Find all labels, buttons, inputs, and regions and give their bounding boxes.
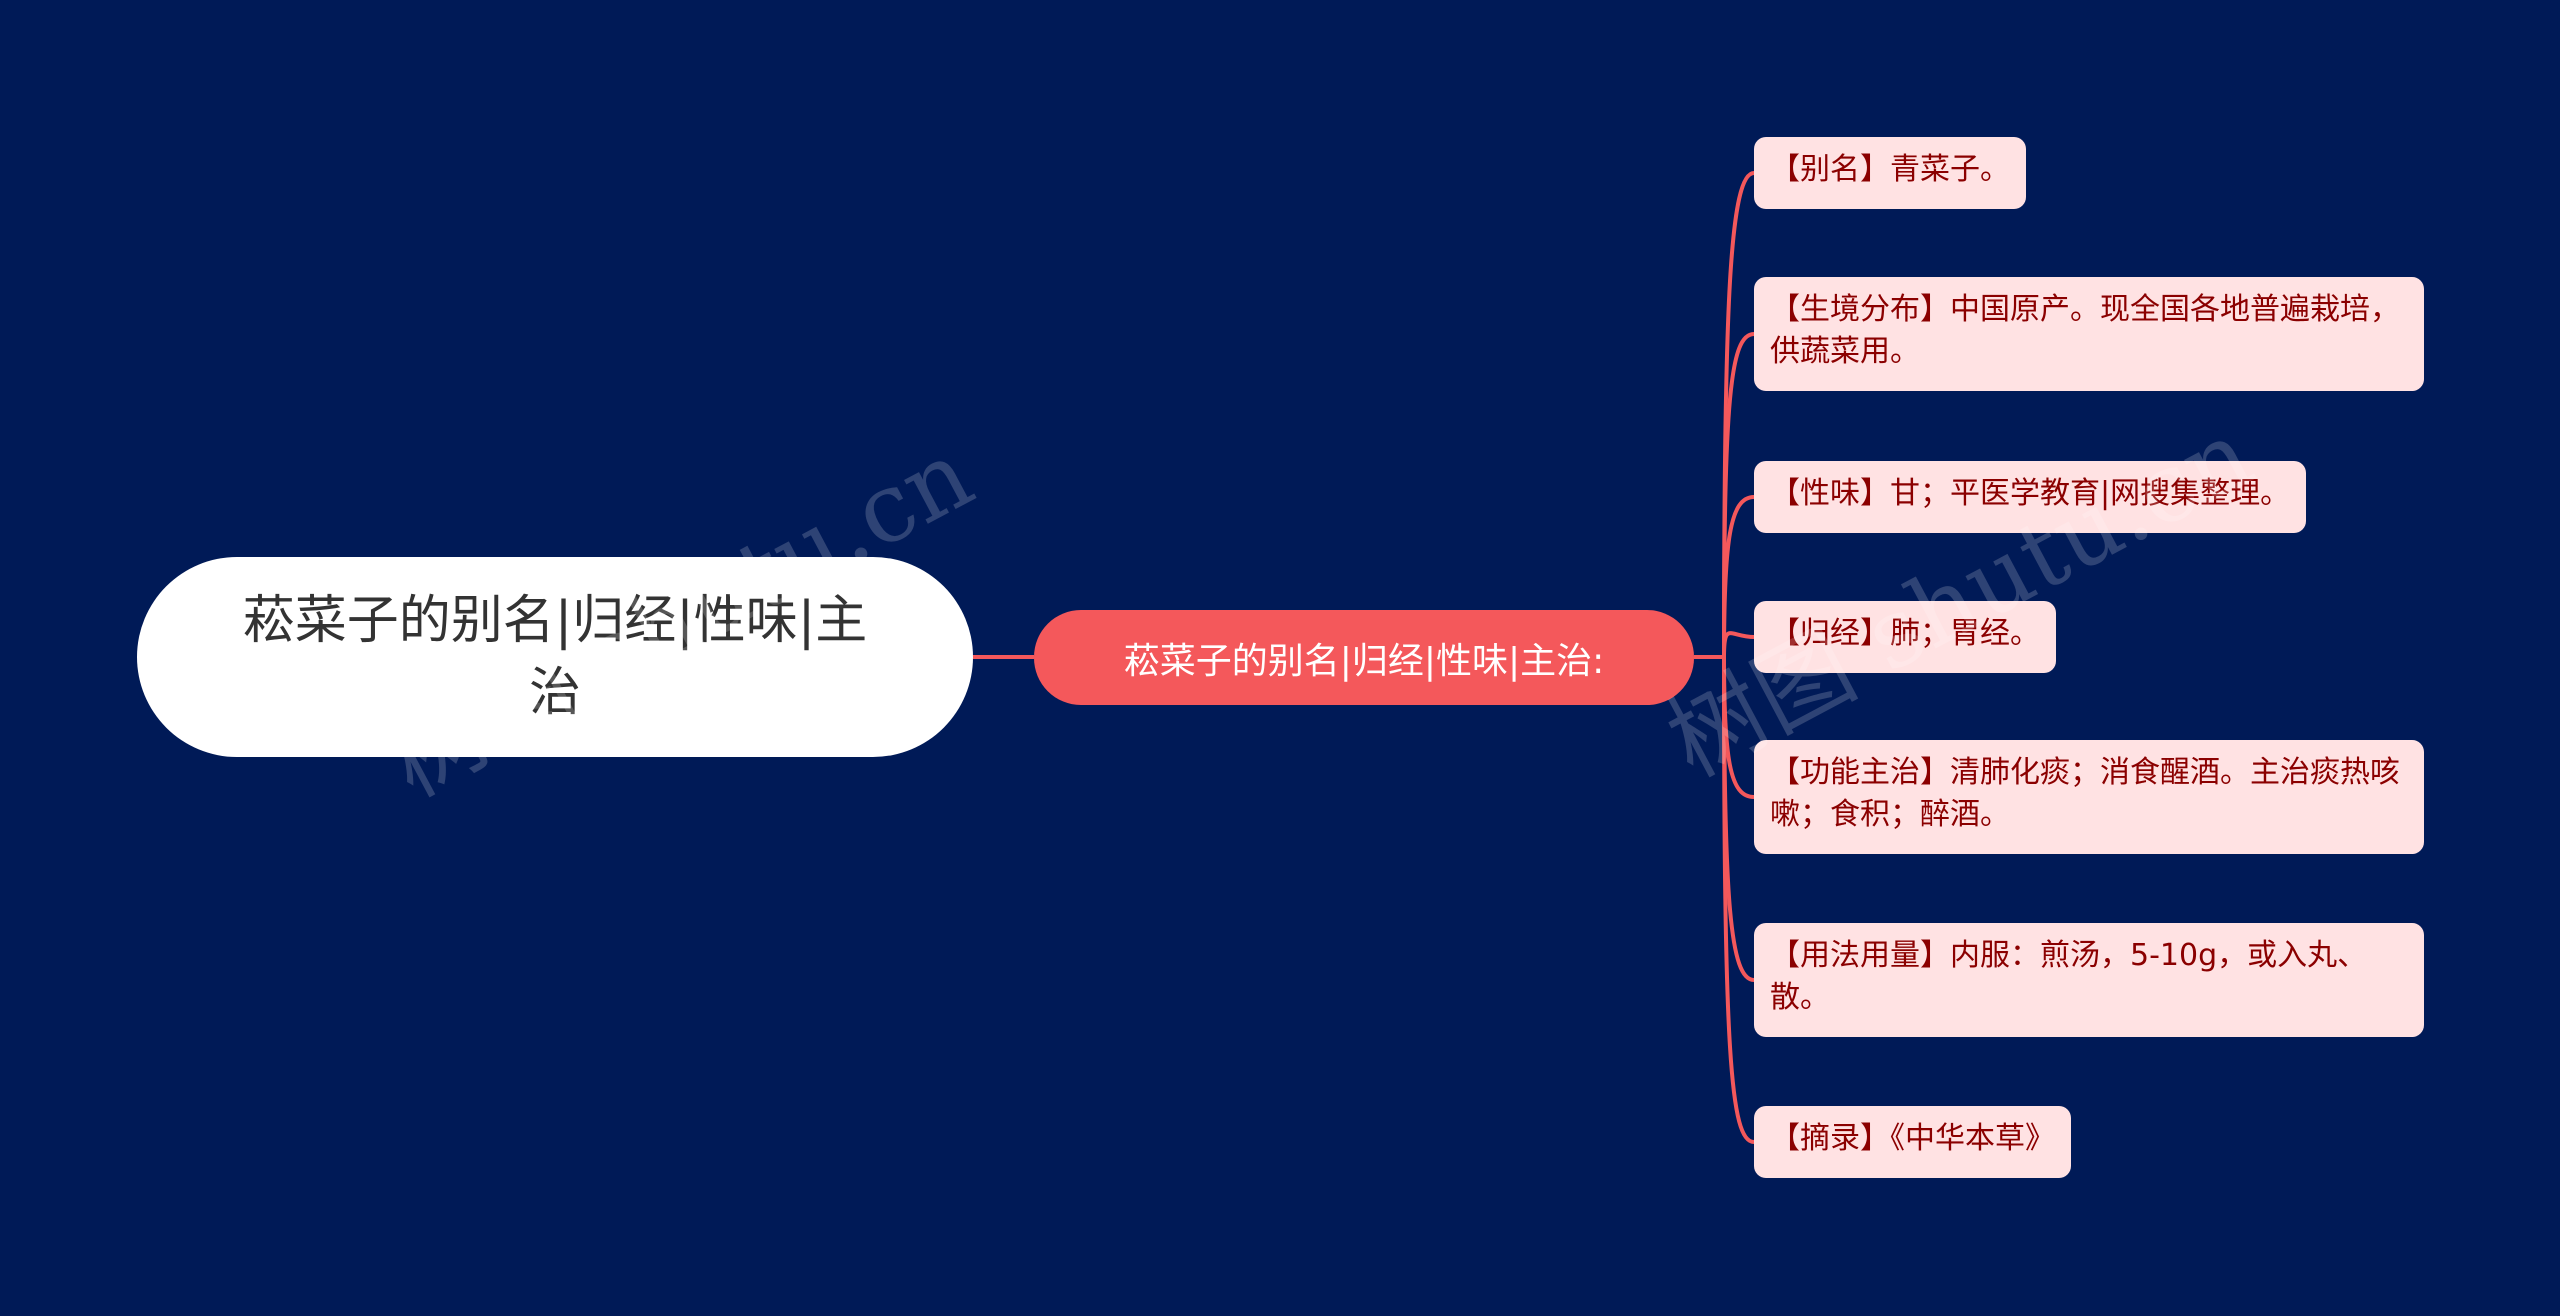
leaf-text: 【归经】肺；胃经。: [1770, 616, 2040, 651]
leaf-node-nature-flavor[interactable]: 【性味】甘；平医学教育|网搜集整理。: [1754, 461, 2307, 533]
leaf-text: 【功能主治】清肺化痰；消食醒酒。主治痰热咳嗽；食积；醉酒。: [1770, 755, 2400, 832]
leaf-node-meridian[interactable]: 【归经】肺；胃经。: [1754, 601, 2056, 673]
leaf-connector-6: [1722, 656, 1755, 982]
leaf-node-source[interactable]: 【摘录】《中华本草》: [1754, 1106, 2071, 1178]
leaf-node-alias[interactable]: 【别名】青菜子。: [1754, 137, 2026, 209]
leaf-text: 【别名】青菜子。: [1770, 152, 2010, 187]
leaf-node-function[interactable]: 【功能主治】清肺化痰；消食醒酒。主治痰热咳嗽；食积；醉酒。: [1754, 740, 2424, 854]
leaf-connector-7: [1722, 656, 1755, 1144]
branch-title: 菘菜子的别名|归经|性味|主治:: [1123, 640, 1605, 682]
leaf-text: 【性味】甘；平医学教育|网搜集整理。: [1770, 476, 2291, 511]
leaf-text: 【摘录】《中华本草》: [1770, 1121, 2055, 1156]
leaf-connector-3: [1722, 495, 1755, 658]
leaf-text: 【生境分布】中国原产。现全国各地普遍栽培，供蔬菜用。: [1770, 292, 2400, 369]
root-node[interactable]: 菘菜子的别名|归经|性味|主治: [137, 557, 973, 757]
leaf-text: 【用法用量】内服：煎汤，5-10g，或入丸、散。: [1770, 938, 2368, 1015]
root-title: 菘菜子的别名|归经|性味|主治: [242, 591, 868, 723]
leaf-node-dosage[interactable]: 【用法用量】内服：煎汤，5-10g，或入丸、散。: [1754, 923, 2424, 1037]
leaf-connector-4: [1722, 631, 1755, 658]
leaf-node-habitat[interactable]: 【生境分布】中国原产。现全国各地普遍栽培，供蔬菜用。: [1754, 277, 2424, 391]
branch-node[interactable]: 菘菜子的别名|归经|性味|主治:: [1034, 610, 1694, 705]
leaf-connector-2: [1722, 332, 1755, 658]
leaf-connector-5: [1722, 656, 1755, 799]
